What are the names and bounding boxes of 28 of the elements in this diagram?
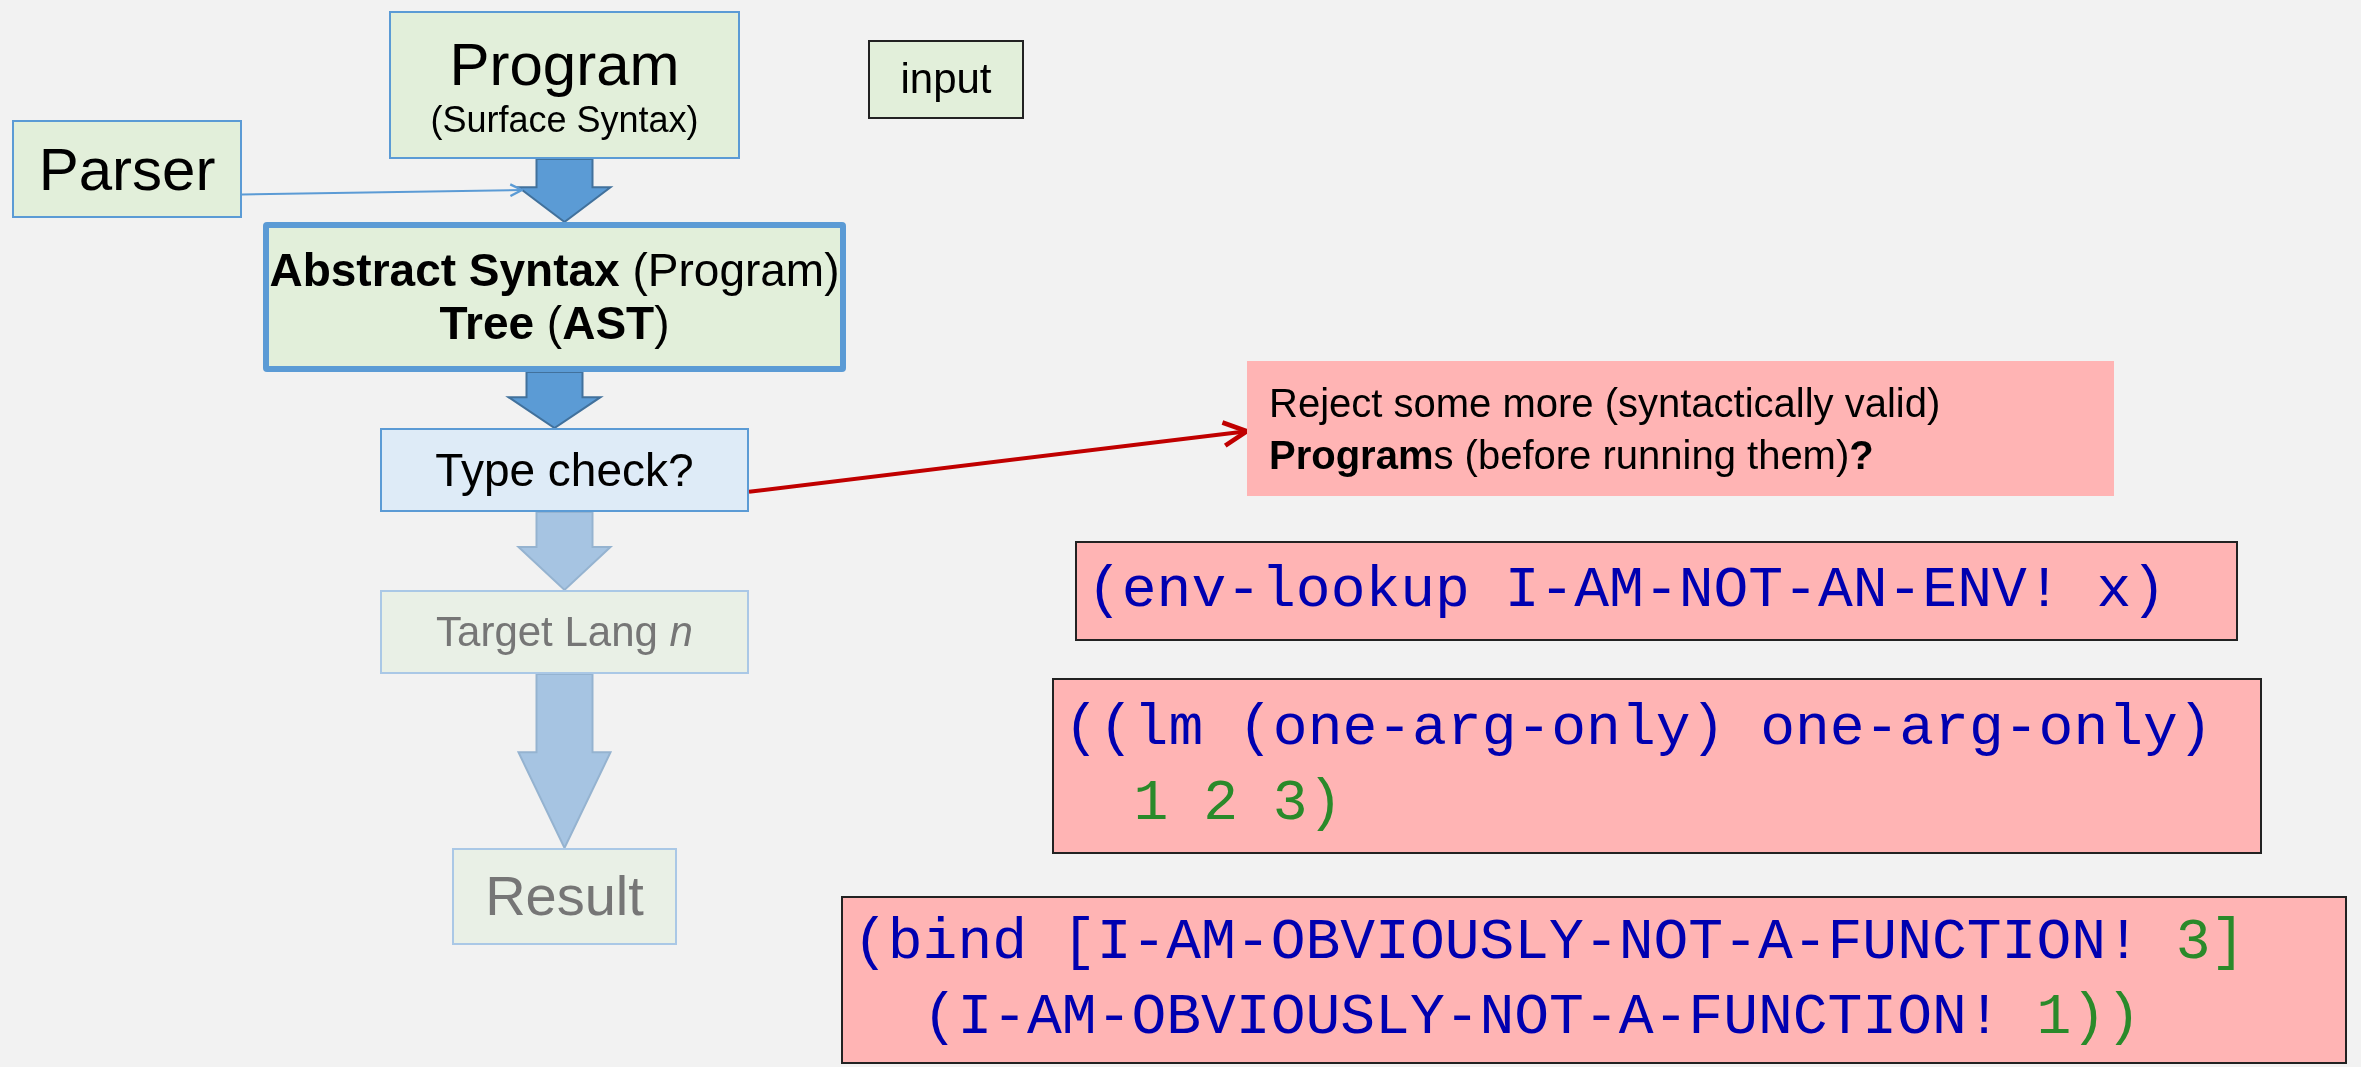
block-arrow — [505, 371, 604, 430]
code-box — [841, 896, 2347, 1064]
code-box — [1052, 678, 2262, 854]
process-box — [380, 428, 749, 512]
node-label: input — [900, 55, 992, 104]
node-label: Result — [485, 864, 644, 929]
note-text: Reject some more (syntactically valid) Programs (before running them)? — [1269, 379, 1942, 479]
process-box — [263, 222, 846, 372]
code-text: (env-lookup I-AM-NOT-AN-ENV! x) — [1086, 557, 2167, 626]
process-box — [380, 590, 749, 674]
node-label: Program — [449, 29, 680, 99]
process-box — [12, 120, 242, 218]
input-box — [868, 40, 1024, 119]
code-text: (bind [I-AM-OBVIOUSLY-NOT-A-FUNCTION! 3] (I-AM-OBVIOUSLY-NOT-A-FUNCTION! 1)) — [852, 908, 2247, 1052]
block-arrow — [516, 673, 613, 851]
block-arrow — [515, 511, 614, 592]
process-box — [452, 848, 677, 945]
block-arrow — [515, 158, 614, 224]
node-sublabel: (Surface Syntax) — [430, 98, 699, 141]
node-label: Abstract Syntax (Program) Tree (AST) — [269, 244, 840, 350]
note-box — [1247, 361, 2114, 496]
node-label: Type check? — [435, 443, 694, 497]
arrow — [241, 183, 524, 198]
node-label: Target Lang n — [436, 607, 693, 657]
process-box — [389, 11, 740, 159]
node-label: Parser — [38, 134, 216, 204]
code-text: ((lm (one-arg-only) one-arg-only) 1 2 3) — [1063, 694, 2214, 838]
code-box — [1075, 541, 2238, 641]
